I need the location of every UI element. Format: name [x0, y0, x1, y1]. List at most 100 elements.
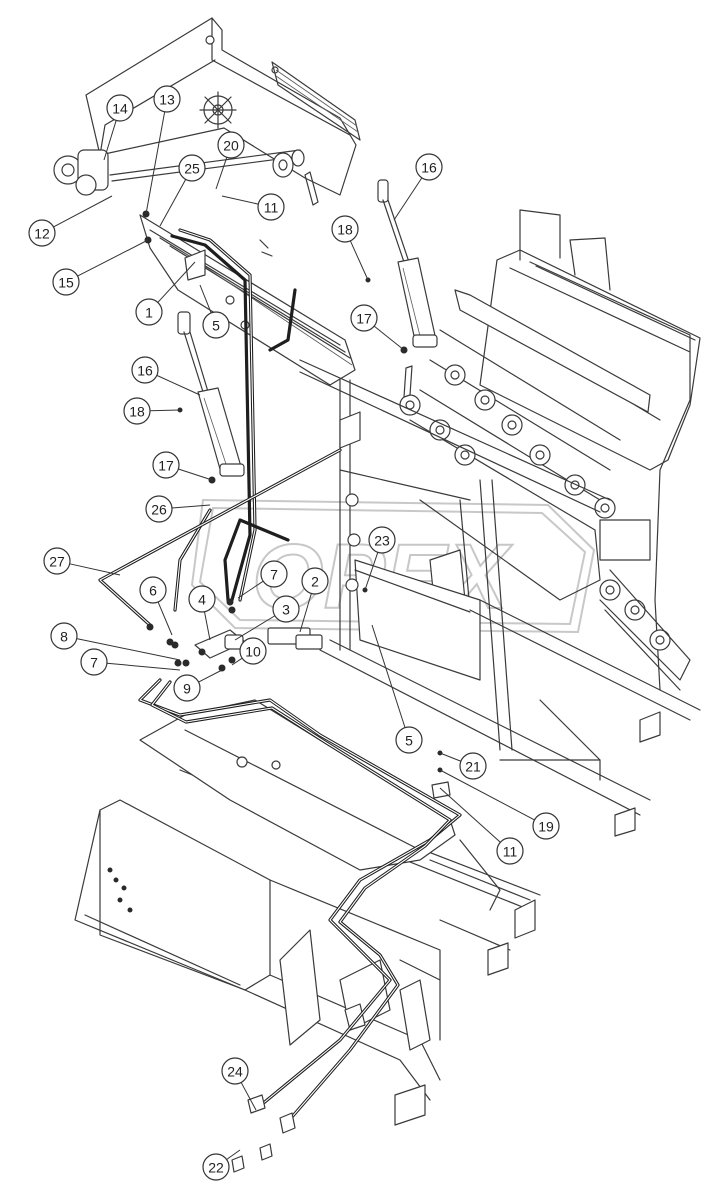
callout-bubble [106, 94, 134, 122]
callout-25: 25 [159, 154, 206, 227]
callout-leader-line [198, 669, 223, 683]
callout-bubble [139, 576, 167, 604]
callout-leader-line [371, 624, 406, 728]
callout-number: 11 [264, 200, 279, 216]
callout-leader-line [157, 601, 173, 636]
callout-bubble [202, 311, 230, 339]
callout-bubble [153, 85, 181, 113]
callout-leader-line [145, 111, 166, 215]
callout-16: 16 [393, 153, 443, 221]
callout-16: 16 [131, 356, 201, 396]
callout-number: 22 [208, 1160, 224, 1176]
callout-number: 16 [137, 363, 153, 379]
callout-18: 18 [331, 215, 369, 281]
callout-number: 15 [58, 275, 74, 291]
callout-leader-line [226, 1149, 241, 1160]
callout-9: 9 [173, 669, 223, 702]
callout-18: 18 [123, 397, 181, 425]
callout-bubble [145, 495, 173, 523]
base-frame [74, 599, 701, 1126]
callout-number: 17 [356, 311, 372, 327]
callout-6: 6 [139, 576, 173, 636]
callout-23: 23 [364, 526, 396, 591]
callout-3: 3 [234, 595, 300, 641]
callout-leader-line [240, 1082, 257, 1111]
callout-number: 2 [311, 574, 319, 590]
callout-leader-line [349, 240, 369, 281]
valve-and-fittings [142, 210, 451, 1173]
callout-bubble [123, 397, 151, 425]
callout-leader-line [77, 239, 149, 277]
callout-15: 15 [52, 239, 149, 296]
callout-bubble [80, 648, 108, 676]
callout-leader-line [393, 177, 423, 221]
callout-bubble [301, 567, 329, 595]
callout-number: 25 [184, 161, 200, 177]
callout-number: 12 [34, 226, 50, 242]
callout-26: 26 [145, 495, 211, 523]
callout-7: 7 [237, 560, 288, 599]
callout-5: 5 [371, 624, 423, 754]
callout-7: 7 [80, 648, 181, 676]
callout-number: 3 [282, 602, 290, 618]
callout-number: 14 [112, 101, 128, 117]
callout-leader-line [53, 195, 113, 228]
callout-13: 13 [145, 85, 181, 215]
callout-number: 10 [245, 644, 261, 660]
callout-leader-line [103, 120, 117, 161]
callout-number: 5 [212, 318, 220, 334]
callout-number: 6 [149, 583, 157, 599]
callout-bubble [459, 752, 487, 780]
callout-21: 21 [439, 752, 487, 780]
callout-number: 24 [227, 1064, 243, 1080]
callout-leader-line [76, 638, 181, 661]
hydraulic-hoses [98, 228, 462, 1127]
callout-bubble [257, 193, 285, 221]
callout-number: 13 [159, 92, 175, 108]
callout-20: 20 [215, 131, 245, 190]
callout-leader-line [157, 261, 196, 303]
callout-bubble [188, 585, 216, 613]
callout-number: 20 [223, 138, 239, 154]
callout-number: 19 [538, 819, 554, 835]
callout-bubble [331, 215, 359, 243]
callout-10: 10 [231, 637, 267, 666]
callout-number: 18 [129, 404, 145, 420]
callout-leader-line [231, 657, 243, 666]
callout-number: 1 [145, 305, 153, 321]
callout-1: 1 [135, 261, 196, 326]
callout-bubble [202, 1153, 230, 1181]
hydraulic-cylinder-lower [177, 311, 245, 477]
callout-17: 17 [152, 451, 213, 481]
callout-bubble [221, 1057, 249, 1085]
callout-number: 18 [337, 222, 353, 238]
hydraulic-cylinder-upper [377, 179, 438, 348]
callout-leader-line [237, 580, 264, 599]
callout-bubble [368, 526, 396, 554]
callout-bubble [152, 451, 180, 479]
callout-bubble [135, 298, 163, 326]
callout-leader-line [439, 752, 462, 762]
callout-leader-line [215, 157, 228, 190]
callout-bubble [415, 153, 443, 181]
callout-19: 19 [439, 769, 560, 840]
callout-number: 17 [158, 458, 174, 474]
callout-bubble [395, 726, 423, 754]
callout-number: 4 [198, 592, 206, 608]
callout-number: 5 [405, 733, 413, 749]
callout-24: 24 [221, 1057, 257, 1111]
callout-number: 23 [374, 533, 390, 549]
callout-number: 11 [503, 844, 518, 860]
callout-bubble [28, 219, 56, 247]
callout-27: 27 [43, 547, 121, 576]
callout-leader-line [199, 284, 212, 314]
callout-number: 16 [421, 160, 437, 176]
callout-bubble [272, 595, 300, 623]
callout-leader-line [221, 195, 259, 205]
callout-leader-line [299, 593, 312, 633]
callout-11: 11 [221, 193, 285, 221]
callout-leader-line [203, 611, 211, 641]
callout-bubble [52, 268, 80, 296]
callout-2: 2 [299, 567, 329, 633]
